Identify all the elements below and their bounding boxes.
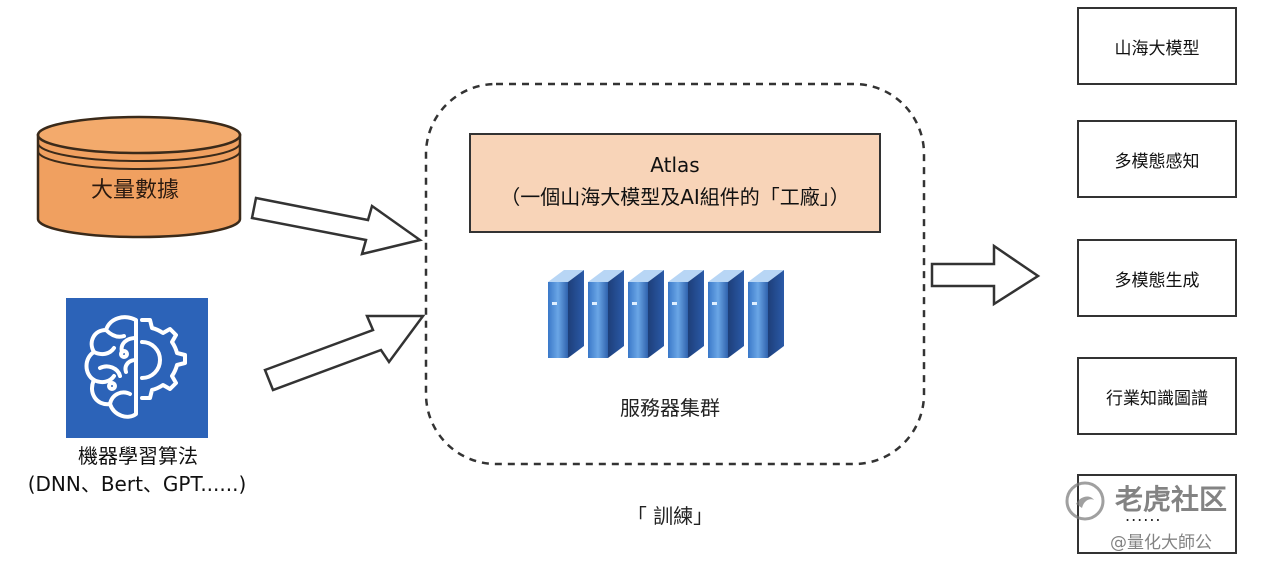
training-label: 「 訓練」: [626, 504, 714, 528]
server-unit: [548, 270, 584, 358]
brain-gear-icon: [84, 315, 187, 419]
server-unit: [708, 270, 744, 358]
output-box-industry-knowledge-graph: 行業知識圖譜: [1077, 357, 1237, 435]
server-unit: [668, 270, 704, 358]
server-unit: [748, 270, 784, 358]
database-icon: [36, 115, 242, 239]
arrow-training-to-outputs-icon: [930, 243, 1041, 307]
ml-algorithms-examples: (DNN、Bert、GPT......): [27, 472, 247, 496]
server-unit: [588, 270, 624, 358]
output-box-multimodal-generation: 多模態生成: [1077, 239, 1237, 317]
atlas-box: Atlas （一個山海大模型及AI組件的「工廠」）: [469, 133, 881, 233]
watermark-logo-icon: [1065, 481, 1105, 521]
server-cluster-icon: [548, 270, 784, 358]
output-box-shanhai-model: 山海大模型: [1077, 7, 1237, 85]
output-box-more: [1077, 474, 1237, 554]
atlas-subtitle: （一個山海大模型及AI組件的「工廠」）: [500, 185, 850, 209]
machine-learning-icon: [66, 298, 208, 438]
watermark-title: 老虎社区: [1115, 483, 1228, 516]
ml-algorithms-label: 機器學習算法: [78, 444, 198, 468]
arrow-ml-to-training-icon: [263, 314, 426, 392]
output-more-ellipsis: ......: [1125, 506, 1162, 525]
atlas-title: Atlas: [650, 153, 700, 177]
output-box-multimodal-perception: 多模態感知: [1077, 120, 1237, 198]
big-data-label: 大量數據: [90, 178, 179, 203]
watermark-subtitle: @量化大師公: [1110, 533, 1212, 553]
server-unit: [628, 270, 664, 358]
training-group-boundary: [424, 82, 926, 466]
server-cluster-label: 服務器集群: [620, 396, 720, 420]
arrow-data-to-training-icon: [250, 196, 423, 256]
